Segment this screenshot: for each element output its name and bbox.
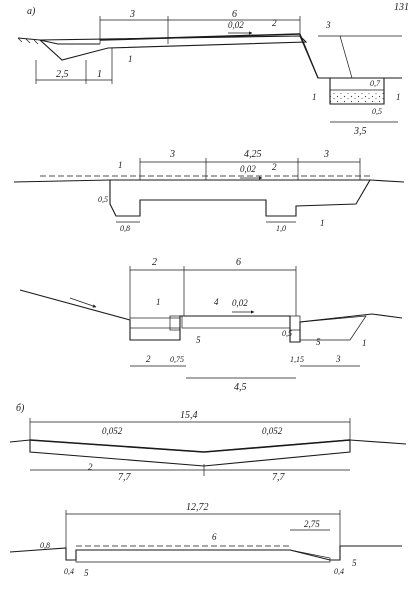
dim-label: 2	[146, 354, 151, 364]
flow-arrow	[69, 297, 97, 308]
callout: 1	[118, 160, 123, 170]
embankment-slope	[299, 35, 319, 79]
dim-label: 15,4	[180, 410, 198, 421]
dim-label: 3	[129, 9, 135, 20]
callout: 1	[362, 338, 367, 348]
slope-label: 0,052	[102, 426, 123, 436]
dim-label: 2,75	[304, 519, 320, 529]
slope-label: 0,052	[262, 426, 283, 436]
callout: 6	[212, 532, 217, 542]
callout: 5	[316, 337, 321, 347]
section-label-a: а)	[27, 6, 36, 17]
slope-label: 0,02	[228, 20, 244, 30]
curb	[289, 315, 301, 331]
drain-box	[318, 77, 398, 105]
dim-label: 0,4	[334, 567, 344, 576]
dim-label: 3	[169, 149, 175, 160]
dim-label: 6	[236, 257, 241, 268]
dim-label: 1	[97, 69, 102, 80]
dim-label: 0,5	[282, 329, 292, 338]
side-slope	[318, 35, 353, 79]
ground-line	[9, 439, 407, 445]
stone-layer-right	[299, 315, 367, 341]
ground-line	[9, 545, 402, 561]
callout: 4	[214, 297, 219, 307]
curb	[169, 315, 181, 331]
dim-label: 6	[232, 9, 237, 20]
cross-section-4: 15,4 7,7 7,7 0,052 0,052 2	[9, 410, 407, 483]
concrete-layer	[181, 315, 291, 329]
ground-line	[13, 179, 405, 183]
dim-label: 0,8	[40, 541, 50, 550]
dim-label: 0,5	[372, 107, 382, 116]
dim-label: 4,5	[234, 382, 247, 393]
dim-label: 1,15	[290, 355, 304, 364]
pavement-surface	[99, 33, 301, 41]
page-number: 131	[394, 2, 409, 13]
dim-label: 3,5	[353, 126, 367, 137]
dim-label: 0,5	[98, 195, 108, 204]
callout: 2	[272, 18, 277, 28]
dim-label: 0,8	[120, 224, 130, 233]
dim-label: 3	[323, 149, 329, 160]
slope-label: 0,02	[240, 164, 256, 174]
stone-pavement	[38, 35, 308, 61]
drain-fill	[330, 92, 384, 103]
callout: 3	[325, 20, 331, 30]
stone-pavement	[109, 179, 371, 217]
ground-hatch	[17, 37, 39, 45]
callout: 5	[352, 558, 357, 568]
callout: 2	[88, 462, 93, 472]
dim-label: 4,25	[244, 149, 262, 160]
callout: 1	[128, 54, 133, 64]
dim-label: 1	[312, 92, 317, 102]
callout: 2	[272, 162, 277, 172]
section-label-b: б)	[16, 403, 25, 414]
pavement-surface	[29, 439, 351, 453]
dim-label: 7,7	[118, 472, 132, 483]
dim-label: 0,7	[370, 79, 381, 88]
dim-label: 2,5	[56, 69, 69, 80]
callout: 5	[196, 335, 201, 345]
callout: 5	[84, 568, 89, 578]
slope-label: 0,02	[232, 298, 248, 308]
dim-label: 0,75	[170, 355, 184, 364]
cross-section-2: 3 4,25 3 0,8 1,0 0,5 0,02 1 2 1	[13, 149, 405, 233]
dim-label: 3	[335, 354, 341, 364]
stone-layer	[129, 317, 181, 329]
dim-label: 1,0	[276, 224, 286, 233]
cross-section-3: 2 6 2 0,75 4,5 1,15 3 0,5 0,02 1 4 5 5 1	[19, 257, 403, 393]
callout: 1	[156, 297, 161, 307]
callout: 1	[320, 218, 325, 228]
dim-label: 7,7	[272, 472, 286, 483]
dim-label: 2	[152, 257, 157, 268]
dim-label: 1	[396, 92, 401, 102]
cross-section-1: 3 6 2,5 1 1 0,5 0,7 1 3,5 0,02 2 1 3	[17, 9, 402, 137]
dim-label: 0,4	[64, 567, 74, 576]
stone-pavement	[75, 549, 331, 563]
dim-label: 12,72	[186, 502, 209, 513]
cross-section-5: 12,72 2,75 0,8 0,4 0,4 6 5 5	[9, 502, 402, 578]
